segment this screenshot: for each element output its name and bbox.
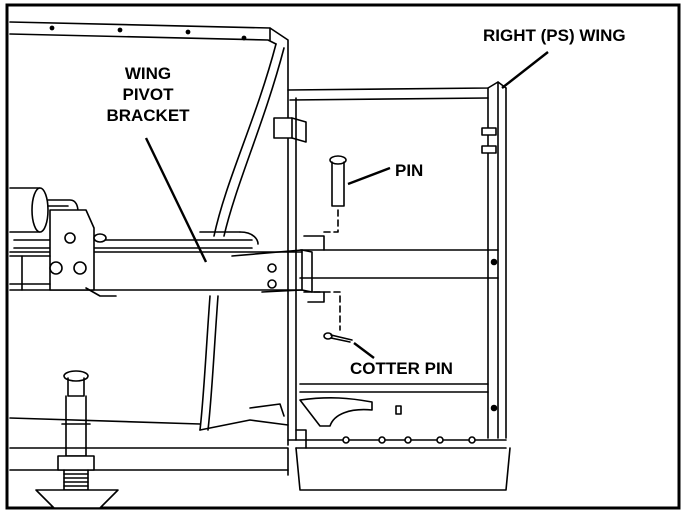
plow-illustration (9, 21, 511, 509)
right-wing (287, 81, 507, 449)
right-wing-label: RIGHT (PS) WING (483, 26, 626, 45)
pin-label: PIN (395, 161, 423, 180)
cotter-guide-line (313, 291, 341, 331)
pivot-bracket (231, 235, 325, 303)
leader-lines (144, 51, 549, 359)
bracket-label-line2: PIVOT (122, 85, 174, 104)
bracket-label-line1: WING (125, 64, 171, 83)
mount-assembly (9, 187, 117, 297)
cotter-pin-leader (353, 342, 375, 359)
pin-guide-line (321, 209, 339, 233)
center-blade (9, 21, 307, 446)
cotter-pin-part (323, 332, 353, 343)
pin-part (329, 155, 347, 207)
cotter-pin-label: COTTER PIN (350, 359, 453, 378)
jack-stand (35, 370, 119, 509)
pin-leader (347, 166, 391, 186)
bracket-leader (144, 137, 208, 263)
figure-frame (5, 3, 681, 510)
bracket-label-line3: BRACKET (106, 106, 190, 125)
right-wing-leader (501, 51, 549, 89)
cutting-edge (9, 397, 511, 491)
